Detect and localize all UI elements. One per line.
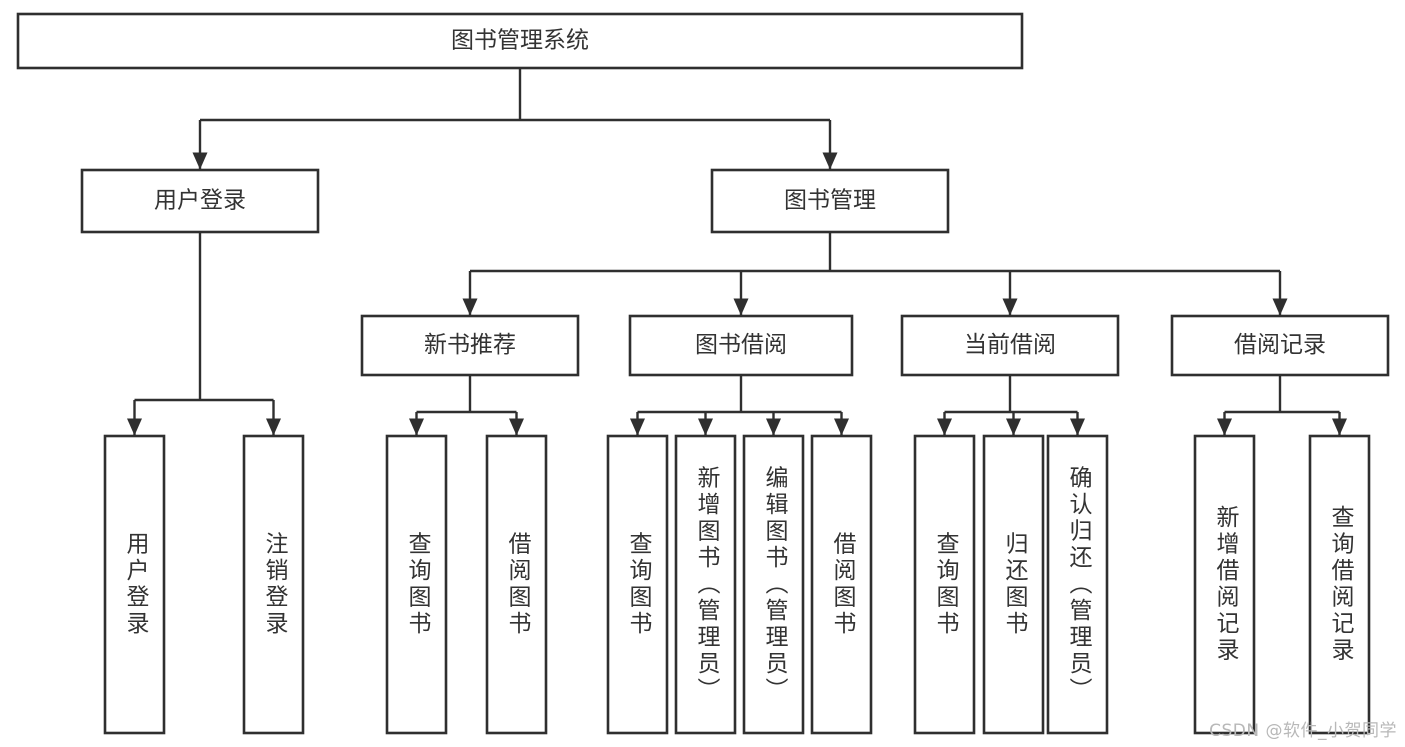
arrow-head-icon	[834, 418, 849, 436]
arrow-head-icon	[698, 418, 713, 436]
arrow-head-icon	[127, 418, 142, 436]
node-leaf-logout-login[interactable]: 注销登录	[242, 434, 305, 735]
node-leaf-query-book-2[interactable]: 查询图书	[606, 434, 669, 735]
node-box-leaf-query-book-3	[913, 434, 976, 735]
node-label-leaf-add-book-admin: 新增图书（管理员）	[693, 465, 721, 704]
arrow-head-icon	[1002, 298, 1018, 316]
node-leaf-query-book-1[interactable]: 查询图书	[385, 434, 448, 735]
node-label-leaf-return-book: 归还图书	[1001, 532, 1029, 638]
arrow-head-icon	[630, 418, 645, 436]
node-label-book-borrow: 图书借阅	[695, 332, 787, 358]
node-label-leaf-edit-book-admin: 编辑图书（管理员）	[761, 465, 789, 704]
node-label-leaf-borrow-book-1: 借阅图书	[504, 532, 532, 638]
node-leaf-confirm-return-admin[interactable]: 确认归还（管理员）	[1046, 434, 1109, 735]
node-box-book-borrow	[628, 314, 854, 377]
node-borrow-record[interactable]: 借阅记录	[1170, 314, 1390, 377]
arrow-head-icon	[462, 298, 478, 316]
node-box-leaf-borrow-book-1	[485, 434, 548, 735]
node-leaf-borrow-book-1[interactable]: 借阅图书	[485, 434, 548, 735]
node-new-book-recommend[interactable]: 新书推荐	[360, 314, 580, 377]
node-leaf-add-borrow-record[interactable]: 新增借阅记录	[1193, 434, 1256, 735]
node-user-login[interactable]: 用户登录	[80, 168, 320, 234]
node-box-leaf-user-login	[103, 434, 166, 735]
csdn-watermark: CSDN @软件_小贺同学	[1209, 721, 1397, 741]
node-leaf-query-book-3[interactable]: 查询图书	[913, 434, 976, 735]
node-box-leaf-add-borrow-record	[1193, 434, 1256, 735]
node-box-root	[16, 12, 1024, 70]
node-label-leaf-user-login: 用户登录	[122, 532, 150, 638]
node-box-leaf-query-book-1	[385, 434, 448, 735]
node-label-root: 图书管理系统	[451, 28, 589, 54]
node-label-leaf-query-book-1: 查询图书	[404, 532, 432, 638]
node-box-borrow-record	[1170, 314, 1390, 377]
arrow-head-icon	[766, 418, 781, 436]
node-leaf-add-book-admin[interactable]: 新增图书（管理员）	[674, 434, 737, 735]
arrow-head-icon	[1006, 418, 1021, 436]
arrow-head-icon	[409, 418, 424, 436]
arrow-head-icon	[266, 418, 281, 436]
node-box-current-borrow	[900, 314, 1120, 377]
node-book-borrow[interactable]: 图书借阅	[628, 314, 854, 377]
node-label-borrow-record: 借阅记录	[1234, 332, 1326, 358]
connector-layer	[127, 68, 1347, 436]
arrow-head-icon	[192, 152, 208, 170]
node-layer: 图书管理系统用户登录图书管理新书推荐图书借阅当前借阅借阅记录用户登录注销登录查询…	[16, 12, 1390, 735]
node-label-leaf-query-book-3: 查询图书	[932, 532, 960, 638]
node-box-leaf-return-book	[982, 434, 1045, 735]
node-box-leaf-edit-book-admin	[742, 434, 805, 735]
node-box-book-manage	[710, 168, 950, 234]
arrow-head-icon	[1272, 298, 1288, 316]
node-box-user-login	[80, 168, 320, 234]
node-root[interactable]: 图书管理系统	[16, 12, 1024, 70]
node-label-leaf-confirm-return-admin: 确认归还（管理员）	[1065, 465, 1093, 704]
arrow-head-icon	[1332, 418, 1347, 436]
node-label-leaf-query-borrow-record: 查询借阅记录	[1327, 505, 1355, 664]
node-box-new-book-recommend	[360, 314, 580, 377]
node-leaf-user-login[interactable]: 用户登录	[103, 434, 166, 735]
arrow-head-icon	[937, 418, 952, 436]
node-box-leaf-confirm-return-admin	[1046, 434, 1109, 735]
node-leaf-edit-book-admin[interactable]: 编辑图书（管理员）	[742, 434, 805, 735]
node-label-leaf-borrow-book-2: 借阅图书	[829, 532, 857, 638]
node-book-manage[interactable]: 图书管理	[710, 168, 950, 234]
node-leaf-borrow-book-2[interactable]: 借阅图书	[810, 434, 873, 735]
node-box-leaf-logout-login	[242, 434, 305, 735]
node-label-user-login: 用户登录	[154, 188, 246, 214]
node-label-leaf-logout-login: 注销登录	[261, 532, 289, 638]
node-label-current-borrow: 当前借阅	[964, 332, 1056, 358]
node-label-leaf-query-book-2: 查询图书	[625, 532, 653, 638]
node-current-borrow[interactable]: 当前借阅	[900, 314, 1120, 377]
node-leaf-query-borrow-record[interactable]: 查询借阅记录	[1308, 434, 1371, 735]
arrow-head-icon	[1217, 418, 1232, 436]
node-box-leaf-add-book-admin	[674, 434, 737, 735]
node-label-new-book-recommend: 新书推荐	[424, 332, 516, 358]
node-label-leaf-add-borrow-record: 新增借阅记录	[1212, 505, 1240, 664]
node-leaf-return-book[interactable]: 归还图书	[982, 434, 1045, 735]
arrow-head-icon	[822, 152, 838, 170]
node-box-leaf-borrow-book-2	[810, 434, 873, 735]
node-box-leaf-query-borrow-record	[1308, 434, 1371, 735]
arrow-head-icon	[733, 298, 749, 316]
node-label-book-manage: 图书管理	[784, 188, 876, 214]
arrow-head-icon	[1070, 418, 1085, 436]
node-box-leaf-query-book-2	[606, 434, 669, 735]
arrow-head-icon	[509, 418, 524, 436]
